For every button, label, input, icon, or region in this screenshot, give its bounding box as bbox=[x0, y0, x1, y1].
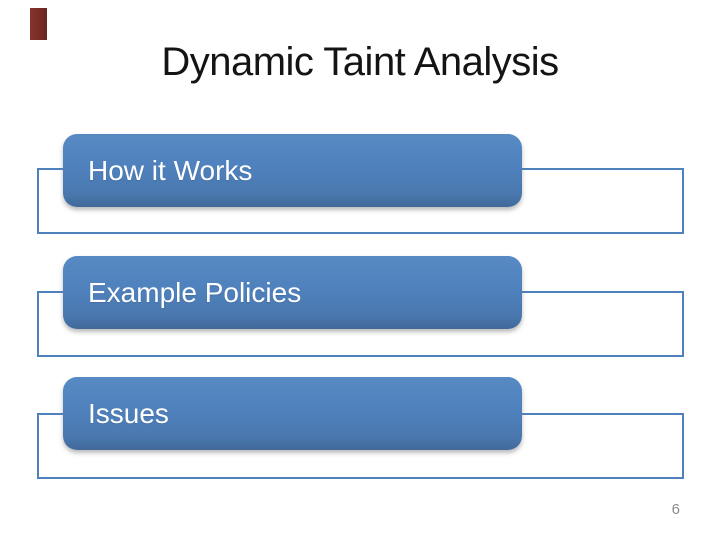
item-box-issues: Issues bbox=[63, 377, 522, 450]
item-label-example-policies: Example Policies bbox=[88, 276, 302, 308]
item-box-how-it-works: How it Works bbox=[63, 134, 522, 207]
page-number: 6 bbox=[671, 501, 680, 518]
item-box-example-policies: Example Policies bbox=[63, 256, 522, 329]
slide-title: Dynamic Taint Analysis bbox=[161, 40, 559, 84]
accent-bar bbox=[30, 8, 47, 40]
item-label-how-it-works: How it Works bbox=[88, 154, 253, 186]
item-label-issues: Issues bbox=[88, 397, 169, 429]
